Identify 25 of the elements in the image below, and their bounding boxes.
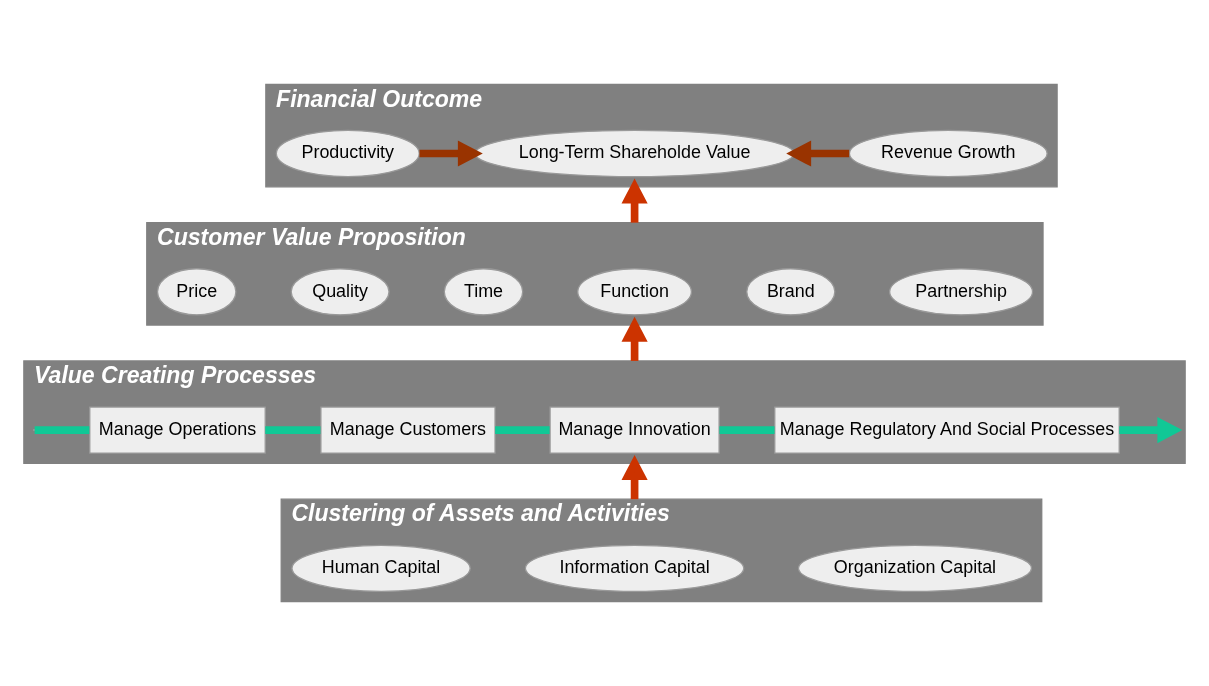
arrow [621,316,648,361]
node-ellipse: Time [443,268,524,316]
node-ellipse: Productivity [275,129,420,178]
connector [719,426,775,434]
arrow [419,140,483,167]
node-ellipse: Organization Capital [797,544,1033,593]
node-ellipse: Revenue Growth [848,129,1048,178]
node-ellipse: Quality [290,268,390,316]
connector [265,426,321,434]
node-box: Manage Innovation [549,406,720,454]
node-ellipse: Price [156,268,237,316]
node-ellipse: Function [577,268,693,316]
node-ellipse: Information Capital [524,544,745,593]
node-ellipse: Partnership [889,268,1034,316]
node-box: Manage Regulatory And Social Processes [774,406,1120,454]
node-box: Manage Operations [89,406,266,454]
node-ellipse: Long-Term Shareholde Value [474,129,795,178]
connector [495,426,550,434]
node-ellipse: Brand [746,268,836,316]
node-ellipse: Human Capital [291,544,471,593]
arrow [621,455,648,500]
arrow [1119,417,1183,444]
arrow [621,178,648,223]
node-box: Manage Customers [320,406,496,454]
arrow [786,140,850,167]
